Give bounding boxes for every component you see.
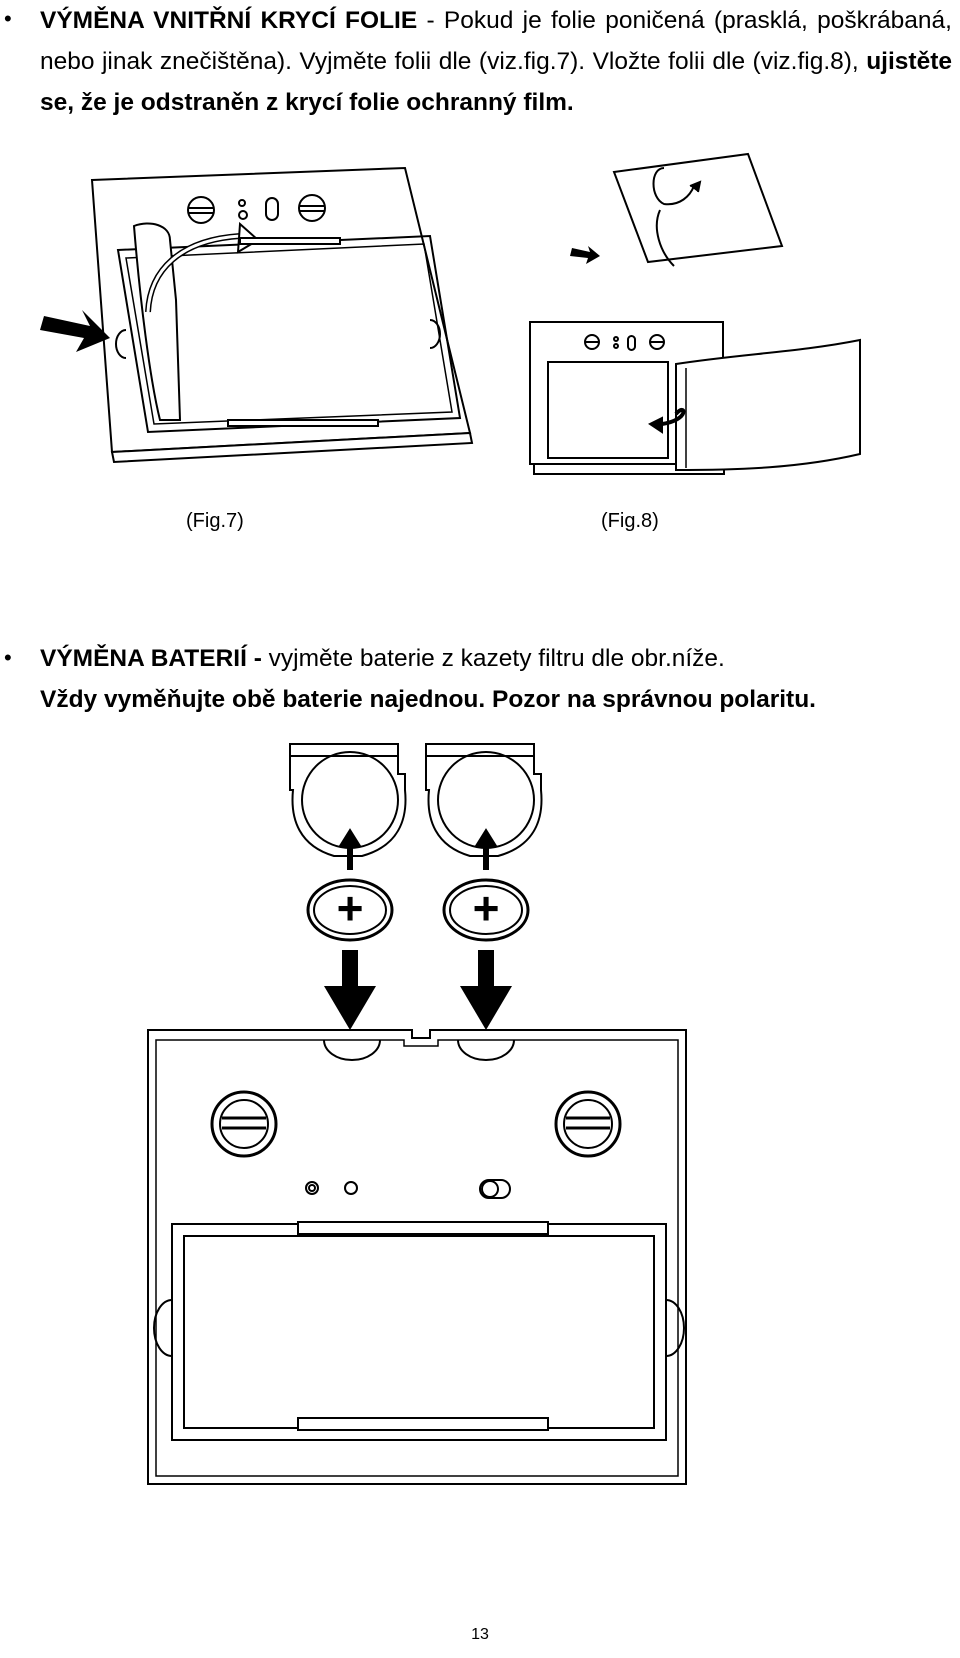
foil-warning: ujistěte se, že je odstraněn z krycí fol… (40, 48, 952, 116)
paragraph-battery-replacement: VÝMĚNA BATERIÍ - vyjměte baterie z kazet… (40, 638, 952, 720)
bullet-2: • (4, 645, 12, 670)
battery-right-icon (442, 878, 530, 942)
battery-figure (147, 743, 687, 1485)
battery-warning: Vždy vyměňujte obě baterie najednou. Poz… (40, 686, 816, 713)
fig8-caption: (Fig.8) (601, 510, 659, 532)
fig7-caption: (Fig.7) (186, 510, 244, 532)
foil-instructions: - Pokud je folie poničená (prasklá, pošk… (40, 7, 952, 75)
fig8-illustration (529, 152, 861, 475)
battery-instructions: vyjměte baterie z kazety filtru dle obr.… (261, 645, 725, 672)
battery-left-icon (306, 878, 394, 942)
filter-cassette (147, 1029, 687, 1485)
page-number: 13 (471, 1626, 489, 1643)
heading-battery-replacement: VÝMĚNA BATERIÍ - (40, 645, 262, 672)
plus-sign-left: + (337, 882, 364, 934)
heading-foil-replacement: VÝMĚNA VNITŘNÍ KRYCÍ FOLIE (40, 7, 418, 34)
fig7-illustration (90, 166, 474, 464)
plus-sign-right: + (473, 882, 500, 934)
fig7-arrow-icon (40, 310, 110, 352)
fig8-arrow-icon (570, 246, 600, 264)
bullet-1: • (4, 6, 12, 31)
paragraph-foil-replacement: VÝMĚNA VNITŘNÍ KRYCÍ FOLIE - Pokud je fo… (40, 0, 952, 123)
